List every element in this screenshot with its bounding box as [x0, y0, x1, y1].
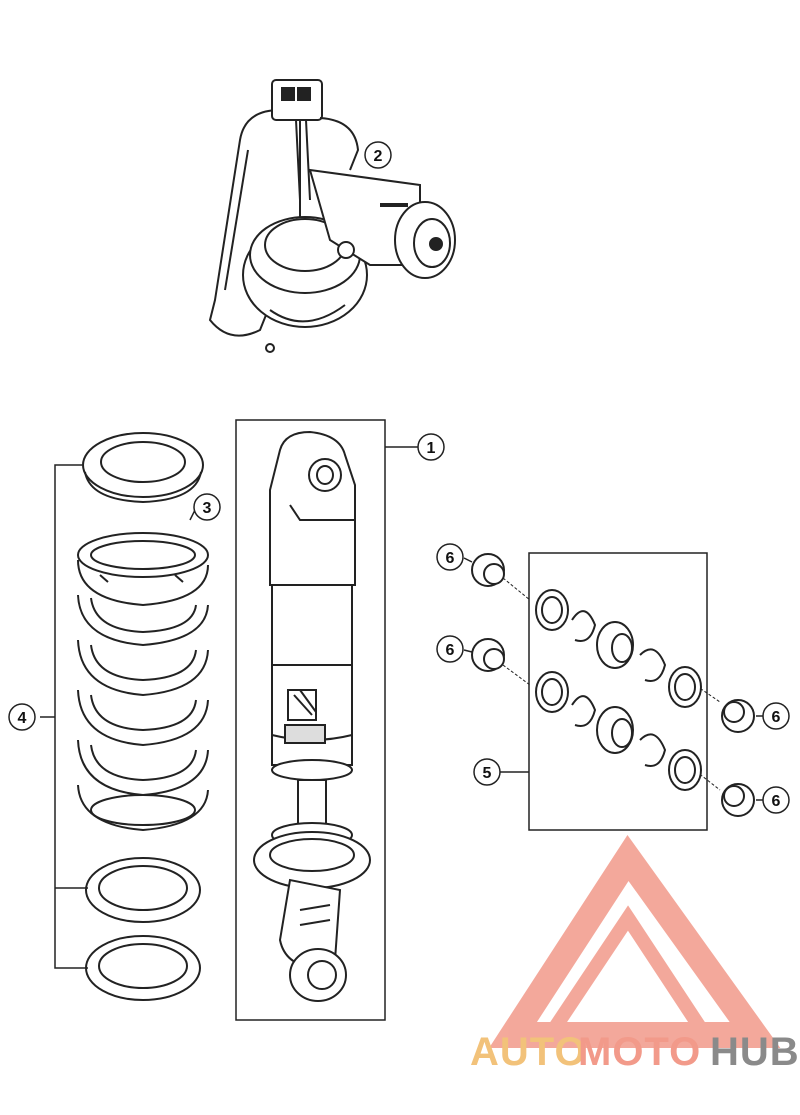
callout-6c-label: 6 [772, 709, 781, 726]
callout-6a-label: 6 [446, 550, 455, 567]
callout-1: 1 [417, 433, 445, 461]
callout-4: 4 [8, 703, 36, 731]
spring-washer-middle [85, 857, 201, 923]
shock-spring [77, 532, 209, 832]
callout-3-label: 3 [203, 500, 212, 517]
bearing-kit-group-frame [528, 552, 708, 831]
callout-3: 3 [193, 493, 221, 521]
callout-6-upper-left: 6 [436, 543, 464, 571]
callout-1-label: 1 [427, 440, 436, 457]
bearing-kit-lower [502, 664, 721, 791]
callout-6-lower-left: 6 [436, 635, 464, 663]
watermark-moto: MOTO [578, 1030, 701, 1074]
watermark-hub: HUB [710, 1030, 800, 1074]
shock-damper-top-assembly [208, 79, 456, 353]
shock-absorber-group-frame [235, 419, 386, 1021]
callout-5-label: 5 [483, 765, 492, 782]
watermark-text: AUTO MOTO HUB [470, 1030, 800, 1074]
callout-6d-label: 6 [772, 793, 781, 810]
callout-2: 2 [364, 141, 392, 169]
spring-seat-ring-top [82, 432, 204, 504]
callout-4-label: 4 [18, 710, 27, 727]
watermark-auto: AUTO [470, 1030, 587, 1074]
dust-seal-caps [471, 553, 755, 817]
callout-6-lower-right: 6 [762, 786, 790, 814]
spring-washer-bottom [85, 935, 201, 1001]
callout-6b-label: 6 [446, 642, 455, 659]
callout-5: 5 [473, 758, 501, 786]
callout-6-upper-right: 6 [762, 702, 790, 730]
shock-absorber-body [253, 430, 371, 1002]
callout-4-bracket [40, 464, 88, 969]
bearing-kit-upper [502, 577, 721, 708]
watermark-logo [489, 834, 781, 1048]
callout-2-label: 2 [374, 148, 383, 165]
